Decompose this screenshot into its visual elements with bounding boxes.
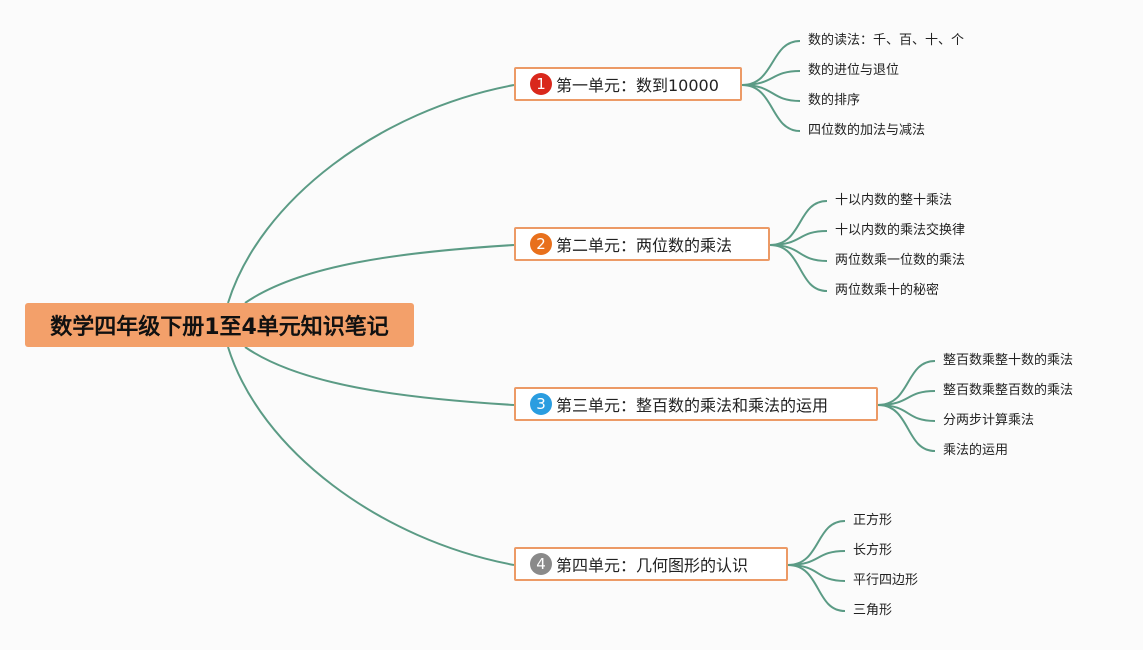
root-topic[interactable]: 数学四年级下册1至4单元知识笔记 (25, 303, 414, 347)
link-root-branch-3 (244, 346, 515, 406)
branch-unit-3[interactable]: 3 第三单元：整百数的乘法和乘法的运用 (514, 387, 878, 421)
link-leaf (877, 404, 936, 422)
link-leaf (741, 84, 801, 132)
leaf-topic[interactable]: 平行四边形 (853, 573, 919, 588)
link-leaf (769, 244, 828, 262)
link-leaf (787, 564, 846, 612)
leaf-topic[interactable]: 整百数乘整十数的乘法 (943, 353, 1074, 368)
number-badge-icon: 1 (530, 73, 552, 95)
link-leaf (741, 40, 801, 86)
branch-label: 第四单元：几何图形的认识 (556, 556, 749, 575)
link-root-branch-4 (227, 346, 515, 566)
leaf-topic[interactable]: 两位数乘一位数的乘法 (835, 253, 966, 268)
link-leaf (741, 84, 801, 102)
leaf-topic[interactable]: 分两步计算乘法 (943, 413, 1035, 428)
link-leaf (769, 244, 828, 292)
leaf-topic[interactable]: 长方形 (853, 543, 893, 558)
leaf-topic[interactable]: 整百数乘整百数的乘法 (943, 383, 1074, 398)
leaf-topic[interactable]: 四位数的加法与减法 (808, 123, 926, 138)
branch-label: 第一单元：数到10000 (556, 76, 719, 95)
link-root-branch-2 (244, 244, 515, 304)
link-root-branch-1 (227, 84, 515, 304)
link-leaf (877, 360, 936, 406)
leaf-topic[interactable]: 数的读法：千、百、十、个 (808, 33, 965, 48)
leaf-topic[interactable]: 十以内数的乘法交换律 (835, 223, 966, 238)
link-leaf (787, 564, 846, 582)
number-badge-icon: 3 (530, 393, 552, 415)
leaf-topic[interactable]: 正方形 (853, 513, 893, 528)
branch-label: 第二单元：两位数的乘法 (556, 236, 733, 255)
leaf-topic[interactable]: 乘法的运用 (943, 443, 1009, 458)
leaf-topic[interactable]: 数的排序 (808, 93, 861, 108)
branch-unit-2[interactable]: 2 第二单元：两位数的乘法 (514, 227, 770, 261)
number-badge-icon: 2 (530, 233, 552, 255)
link-leaf (769, 200, 828, 246)
leaf-topic[interactable]: 十以内数的整十乘法 (835, 193, 953, 208)
branch-label: 第三单元：整百数的乘法和乘法的运用 (556, 396, 829, 415)
link-leaf (787, 520, 846, 566)
leaf-topic[interactable]: 三角形 (853, 603, 893, 618)
leaf-topic[interactable]: 两位数乘十的秘密 (835, 283, 940, 298)
branch-unit-1[interactable]: 1 第一单元：数到10000 (514, 67, 742, 101)
number-badge-icon: 4 (530, 553, 552, 575)
link-leaf (877, 404, 936, 452)
leaf-topic[interactable]: 数的进位与退位 (808, 63, 900, 78)
root-title: 数学四年级下册1至4单元知识笔记 (50, 315, 389, 340)
branch-unit-4[interactable]: 4 第四单元：几何图形的认识 (514, 547, 788, 581)
